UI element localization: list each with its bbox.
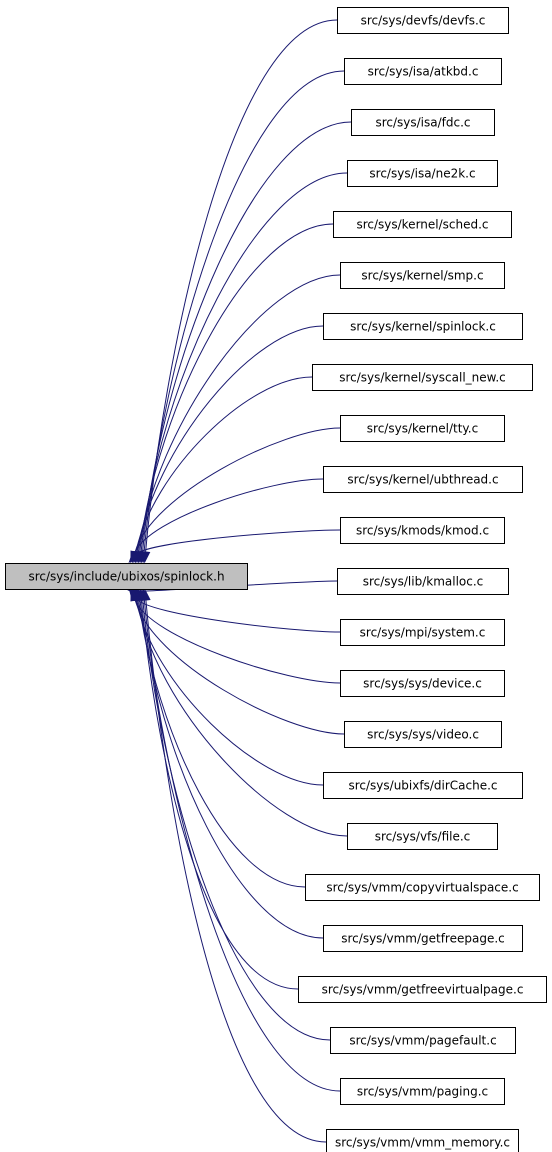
node-src-sys-vmm-getfreepage-c-box[interactable] [323,925,523,952]
node-src-sys-ubixfs-dircache-c[interactable]: src/sys/ubixfs/dirCache.c [323,772,523,799]
node-src-sys-kernel-sched-c-label: src/sys/kernel/sched.c [356,218,488,232]
node-src-sys-vmm-paging-c-label: src/sys/vmm/paging.c [357,1085,488,1099]
node-src-sys-kernel-smp-c[interactable]: src/sys/kernel/smp.c [340,262,505,289]
node-src-sys-vmm-getfreevirtualpage-c[interactable]: src/sys/vmm/getfreevirtualpage.c [298,976,547,1003]
node-src-sys-vmm-pagefault-c[interactable]: src/sys/vmm/pagefault.c [330,1027,516,1054]
node-src-sys-isa-atkbd-c-label: src/sys/isa/atkbd.c [368,65,479,79]
edge-src-sys-kernel-spinlock-c [136,325,324,553]
edge-src-sys-sys-video-c [134,599,345,735]
node-src-sys-lib-kmalloc-c-box[interactable] [337,568,509,595]
node-src-sys-isa-fdc-c-box[interactable] [351,109,495,136]
edge-src-sys-kmods-kmod-c [135,529,341,555]
node-src-sys-isa-ne2k-c-label: src/sys/isa/ne2k.c [369,167,475,181]
node-src-sys-kernel-sched-c-box[interactable] [333,211,512,238]
node-src-sys-kernel-syscall-new-c-label: src/sys/kernel/syscall_new.c [339,371,506,385]
arrowhead-src-sys-kmods-kmod-c [128,550,140,564]
node-src-sys-vmm-pagefault-c-label: src/sys/vmm/pagefault.c [349,1034,496,1048]
node-src-sys-isa-ne2k-c[interactable]: src/sys/isa/ne2k.c [347,160,498,187]
edge-src-sys-mpi-system-c [135,597,341,633]
node-src-sys-kernel-syscall-new-c[interactable]: src/sys/kernel/syscall_new.c [312,364,533,391]
edge-src-sys-isa-ne2k-c [140,172,348,553]
node-src-sys-lib-kmalloc-c-label: src/sys/lib/kmalloc.c [363,575,484,589]
node-src-sys-kernel-ubthread-c-label: src/sys/kernel/ubthread.c [347,473,498,487]
node-src-sys-kernel-tty-c-box[interactable] [340,415,505,442]
node-src-sys-kernel-spinlock-c-box[interactable] [323,313,523,340]
edge-src-sys-kernel-tty-c [134,427,341,553]
node-src-sys-sys-device-c-label: src/sys/sys/device.c [363,677,482,691]
node-src-sys-devfs-devfs-c-label: src/sys/devfs/devfs.c [361,14,486,28]
node-src-sys-kernel-smp-c-box[interactable] [340,262,505,289]
node-src-sys-vmm-copyvirtualspace-c-box[interactable] [305,874,540,901]
edge-src-sys-kernel-ubthread-c [134,478,324,553]
node-src-sys-vmm-getfreepage-c-label: src/sys/vmm/getfreepage.c [341,932,504,946]
node-src-sys-sys-video-c[interactable]: src/sys/sys/video.c [344,721,502,748]
node-src-sys-mpi-system-c-box[interactable] [340,619,505,646]
edge-src-sys-vmm-vmm-memory-c [145,599,327,1143]
node-src-sys-vfs-file-c[interactable]: src/sys/vfs/file.c [347,823,498,850]
node-src-sys-ubixfs-dircache-c-box[interactable] [323,772,523,799]
edge-src-sys-kernel-syscall-new-c [135,376,313,553]
node-src-sys-vmm-paging-c[interactable]: src/sys/vmm/paging.c [340,1078,505,1105]
node-src-sys-vmm-copyvirtualspace-c[interactable]: src/sys/vmm/copyvirtualspace.c [305,874,540,901]
node-src-sys-vfs-file-c-box[interactable] [347,823,498,850]
edge-src-sys-kernel-smp-c [137,274,341,553]
edge-src-sys-isa-atkbd-c [143,70,345,553]
node-src-sys-vmm-vmm-memory-c[interactable]: src/sys/vmm/vmm_memory.c [326,1129,519,1152]
edge-src-sys-vmm-paging-c [143,599,341,1092]
edge-src-sys-isa-fdc-c [142,121,352,553]
root-node-src-sys-include-ubixos-spinlock-h-box[interactable] [5,563,248,590]
edge-src-sys-vmm-getfreevirtualpage-c [140,599,299,990]
node-src-sys-kmods-kmod-c-box[interactable] [340,517,505,544]
node-src-sys-kernel-ubthread-c[interactable]: src/sys/kernel/ubthread.c [323,466,523,493]
node-src-sys-ubixfs-dircache-c-label: src/sys/ubixfs/dirCache.c [348,779,497,793]
edges-layer [126,19,352,1143]
root-node-src-sys-include-ubixos-spinlock-h-label: src/sys/include/ubixos/spinlock.h [28,570,224,584]
node-src-sys-sys-video-c-label: src/sys/sys/video.c [367,728,479,742]
edge-src-sys-vmm-copyvirtualspace-c [138,599,306,888]
node-src-sys-kernel-tty-c[interactable]: src/sys/kernel/tty.c [340,415,505,442]
node-src-sys-devfs-devfs-c-box[interactable] [337,7,509,34]
nodes-layer: src/sys/include/ubixos/spinlock.h src/sys… [5,7,547,1152]
node-src-sys-kernel-sched-c[interactable]: src/sys/kernel/sched.c [333,211,512,238]
edge-src-sys-vmm-pagefault-c [142,599,331,1041]
node-src-sys-vmm-vmm-memory-c-box[interactable] [326,1129,519,1152]
node-src-sys-kernel-tty-c-label: src/sys/kernel/tty.c [367,422,478,436]
node-src-sys-kernel-ubthread-c-box[interactable] [323,466,523,493]
node-src-sys-sys-device-c-box[interactable] [340,670,505,697]
arrowhead-src-sys-vmm-vmm-memory-c [141,588,151,601]
edge-src-sys-sys-device-c [134,599,341,684]
node-src-sys-vmm-pagefault-c-box[interactable] [330,1027,516,1054]
node-src-sys-sys-video-c-box[interactable] [344,721,502,748]
node-src-sys-vmm-paging-c-box[interactable] [340,1078,505,1105]
node-src-sys-isa-atkbd-c-box[interactable] [344,58,502,85]
node-src-sys-devfs-devfs-c[interactable]: src/sys/devfs/devfs.c [337,7,509,34]
node-src-sys-lib-kmalloc-c[interactable]: src/sys/lib/kmalloc.c [337,568,509,595]
node-src-sys-mpi-system-c[interactable]: src/sys/mpi/system.c [340,619,505,646]
edge-src-sys-kernel-sched-c [139,223,334,553]
node-src-sys-kmods-kmod-c-label: src/sys/kmods/kmod.c [356,524,489,538]
node-src-sys-isa-ne2k-c-box[interactable] [347,160,498,187]
node-src-sys-vfs-file-c-label: src/sys/vfs/file.c [375,830,471,844]
node-src-sys-kernel-spinlock-c[interactable]: src/sys/kernel/spinlock.c [323,313,523,340]
node-src-sys-kernel-spinlock-c-label: src/sys/kernel/spinlock.c [350,320,496,334]
node-src-sys-isa-atkbd-c[interactable]: src/sys/isa/atkbd.c [344,58,502,85]
node-src-sys-vmm-getfreevirtualpage-c-box[interactable] [298,976,547,1003]
node-src-sys-vmm-copyvirtualspace-c-label: src/sys/vmm/copyvirtualspace.c [326,881,518,895]
node-src-sys-kernel-smp-c-label: src/sys/kernel/smp.c [361,269,483,283]
root-node-src-sys-include-ubixos-spinlock-h[interactable]: src/sys/include/ubixos/spinlock.h [5,563,248,590]
node-src-sys-isa-fdc-c-label: src/sys/isa/fdc.c [375,116,470,130]
node-src-sys-kmods-kmod-c[interactable]: src/sys/kmods/kmod.c [340,517,505,544]
node-src-sys-kernel-syscall-new-c-box[interactable] [312,364,533,391]
node-src-sys-vmm-getfreevirtualpage-c-label: src/sys/vmm/getfreevirtualpage.c [322,983,524,997]
node-src-sys-sys-device-c[interactable]: src/sys/sys/device.c [340,670,505,697]
node-src-sys-isa-fdc-c[interactable]: src/sys/isa/fdc.c [351,109,495,136]
node-src-sys-mpi-system-c-label: src/sys/mpi/system.c [360,626,486,640]
node-src-sys-vmm-vmm-memory-c-label: src/sys/vmm/vmm_memory.c [335,1136,510,1150]
node-src-sys-vmm-getfreepage-c[interactable]: src/sys/vmm/getfreepage.c [323,925,523,952]
edge-src-sys-vfs-file-c [136,599,348,837]
